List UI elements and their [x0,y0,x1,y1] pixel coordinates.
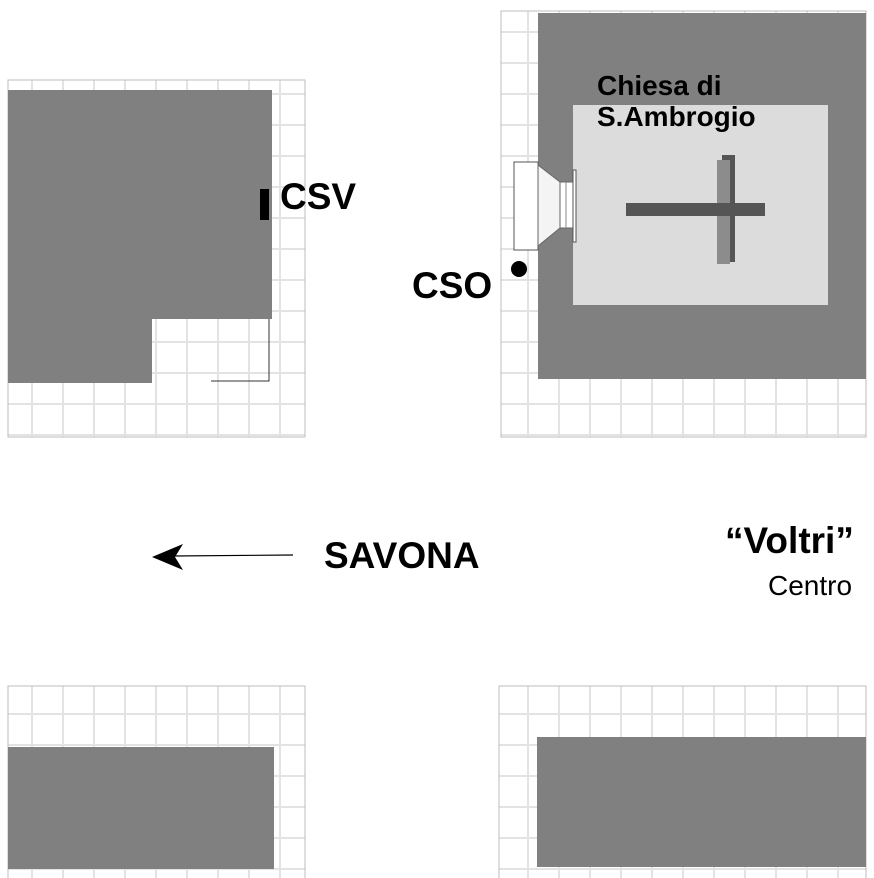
building-bottom-right [537,737,866,867]
building-outline-top-left [211,319,270,382]
csv-label: CSV [280,176,357,217]
block-bottom-right [498,685,867,878]
block-top-left [7,79,306,438]
dot-marker-icon [511,261,527,277]
building-top-left [8,90,272,383]
cso-label: CSO [412,265,493,306]
arrow-left-icon [152,544,294,570]
direction-label: SAVONA [324,535,480,576]
destination-label: “Voltri” [725,520,854,561]
csv-marker-icon [260,189,269,220]
church-entrance-icon [513,161,577,251]
block-bottom-left [7,685,306,878]
destination-sublabel: Centro [768,570,853,601]
church-name-line-2: S.Ambrogio [597,101,756,132]
building-bottom-left [8,747,274,869]
church-name: Chiesa di S.Ambrogio [597,70,756,132]
church-name-line-1: Chiesa di [597,70,722,101]
cross-icon [626,155,765,264]
block-top-right [500,10,867,438]
